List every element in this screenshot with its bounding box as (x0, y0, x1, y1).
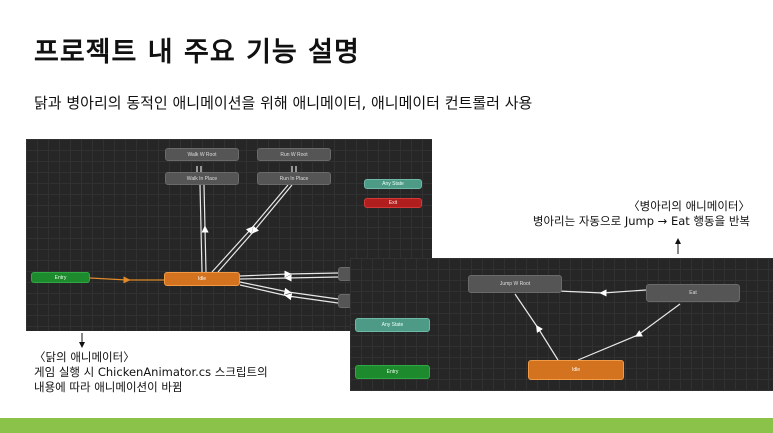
state-entry[interactable]: Entry (355, 365, 430, 379)
slide-subtitle: 닭과 병아리의 동적인 애니메이션을 위해 애니메이터, 애니메이터 컨트롤러 … (34, 94, 533, 112)
chick-transitions (514, 289, 681, 361)
chicken-caption: 〈닭의 애니메이터〉 게임 실행 시 ChickenAnimator.cs 스크… (34, 350, 268, 395)
state-entry[interactable]: Entry (31, 272, 90, 283)
state-exit[interactable]: Exit (364, 198, 422, 208)
chicken-animator-graph[interactable]: Walk W Root Run W Root Walk In Place Run… (26, 139, 432, 331)
chicken-caption-title: 〈닭의 애니메이터〉 (34, 350, 135, 364)
chick-animator-graph[interactable]: Jump W Root Eat Any State Entry Idle (350, 258, 773, 391)
state-walk-in-place[interactable]: Walk In Place (165, 172, 239, 185)
state-run-w-root[interactable]: Run W Root (257, 148, 331, 161)
chick-caption: 〈병아리의 애니메이터〉 병아리는 자동으로 Jump → Eat 행동을 반복 (470, 199, 750, 229)
state-idle[interactable]: Idle (528, 360, 624, 380)
chicken-caption-line1: 게임 실행 시 ChickenAnimator.cs 스크립트의 (34, 365, 268, 379)
state-eat[interactable]: Eat (646, 284, 740, 302)
chick-caption-line1: 병아리는 자동으로 Jump → Eat 행동을 반복 (532, 214, 750, 228)
state-any-state[interactable]: Any State (355, 318, 430, 332)
chicken-caption-line2: 내용에 따라 애니메이션이 바뀜 (34, 380, 183, 394)
accent-bar (0, 418, 773, 433)
state-any-state[interactable]: Any State (364, 179, 422, 189)
slide-title: 프로젝트 내 주요 기능 설명 (34, 37, 360, 68)
state-walk-w-root[interactable]: Walk W Root (165, 148, 239, 161)
state-run-in-place[interactable]: Run In Place (257, 172, 331, 185)
chick-caption-title: 〈병아리의 애니메이터〉 (628, 199, 750, 213)
state-idle[interactable]: Idle (164, 272, 240, 286)
chicken-transitions (89, 166, 339, 304)
state-jump-w-root[interactable]: Jump W Root (468, 275, 562, 293)
